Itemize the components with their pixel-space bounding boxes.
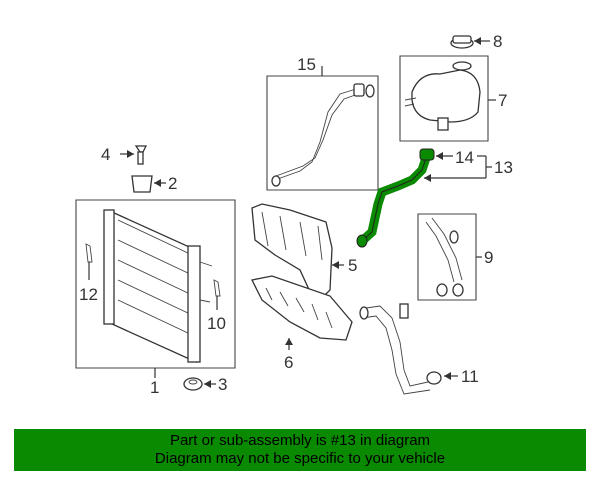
callout-3: 3 xyxy=(218,375,227,394)
callout-6: 6 xyxy=(284,353,293,372)
callout-13: 13 xyxy=(494,158,513,177)
part-7-reservoir: 7 xyxy=(399,55,507,142)
callout-5: 5 xyxy=(348,256,357,275)
banner-line-1: Part or sub-assembly is #13 in diagram xyxy=(169,432,431,449)
part-10-clip: 10 xyxy=(207,279,226,333)
part-8-cap: 8 xyxy=(450,32,502,51)
part-15-hose: 15 xyxy=(266,55,379,191)
callout-9: 9 xyxy=(484,248,493,267)
part-13-hose-highlighted: 14 13 xyxy=(356,148,513,248)
callout-1: 1 xyxy=(150,378,159,397)
part-3-grommet: 3 xyxy=(183,375,227,394)
part-9-hose: 9 xyxy=(417,213,493,301)
callout-4: 4 xyxy=(101,145,110,164)
part-1-radiator: 1 xyxy=(75,199,236,397)
callout-15: 15 xyxy=(297,55,316,74)
part-12-clip: 12 xyxy=(79,243,98,304)
callout-14: 14 xyxy=(455,148,474,167)
callout-12: 12 xyxy=(79,285,98,304)
callout-7: 7 xyxy=(498,91,507,110)
callout-10: 10 xyxy=(207,314,226,333)
callout-2: 2 xyxy=(168,174,177,193)
part-2-mount: 2 xyxy=(131,174,177,193)
part-11-hose: 11 xyxy=(359,303,479,395)
callout-8: 8 xyxy=(493,32,502,51)
banner-line-2: Diagram may not be specific to your vehi… xyxy=(154,450,446,467)
part-6-deflector: 6 xyxy=(251,275,353,372)
part-4-bolt: 4 xyxy=(101,145,148,165)
assembly-notice-banner: Part or sub-assembly is #13 in diagram D… xyxy=(14,429,586,471)
callout-11: 11 xyxy=(461,367,479,386)
